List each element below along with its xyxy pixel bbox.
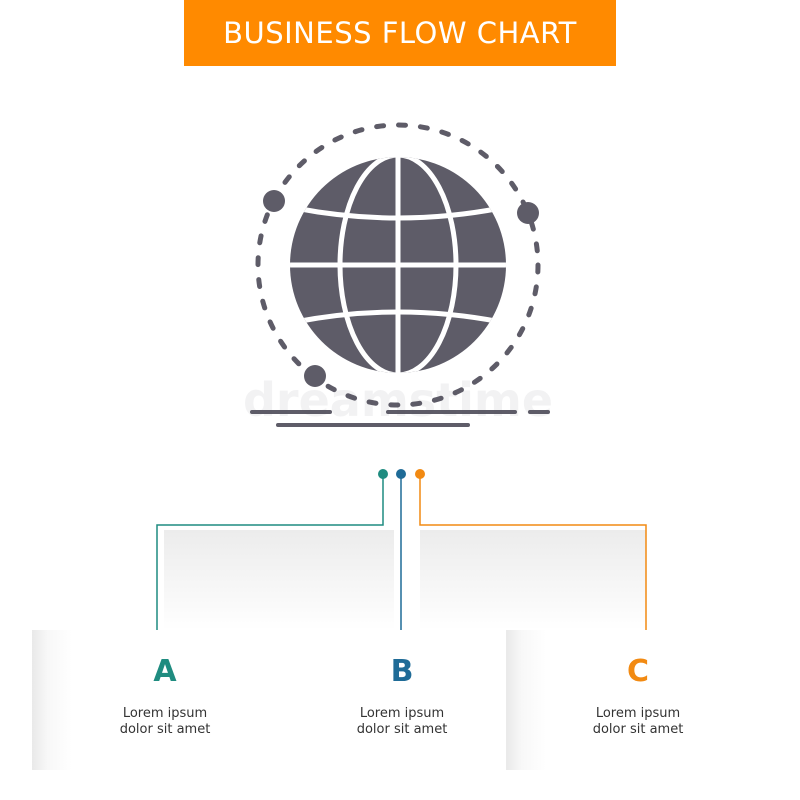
panel-shade — [420, 530, 646, 630]
connector-dot-a — [378, 469, 388, 479]
connector-dot-b — [396, 469, 406, 479]
panel-shade — [164, 530, 394, 630]
chart-title: BUSINESS FLOW CHART — [223, 16, 577, 50]
option-letter-a: A — [153, 654, 177, 689]
satellite-dot — [517, 202, 539, 224]
connector-dot-c — [415, 469, 425, 479]
title-banner: BUSINESS FLOW CHART — [184, 0, 616, 66]
watermark-text: dreamstime — [243, 373, 553, 427]
option-text-a: Lorem ipsum dolor sit amet — [119, 706, 211, 737]
ground-lines — [250, 410, 550, 427]
connector-c — [419, 474, 647, 638]
globe-network-icon: dreamstime — [243, 122, 553, 427]
option-letter-c: C — [626, 654, 650, 689]
connector-a — [156, 474, 384, 638]
option-panel-b: B Lorem ipsum dolor sit amet — [298, 630, 506, 770]
option-text-c: Lorem ipsum dolor sit amet — [592, 706, 684, 737]
option-panel-a: A Lorem ipsum dolor sit amet — [32, 630, 298, 770]
satellite-dot — [263, 190, 285, 212]
option-panel-c: C Lorem ipsum dolor sit amet — [506, 630, 770, 770]
option-text-b: Lorem ipsum dolor sit amet — [356, 706, 448, 737]
satellite-dot — [304, 365, 326, 387]
orbit-path — [255, 122, 541, 408]
option-letter-b: B — [390, 654, 414, 689]
